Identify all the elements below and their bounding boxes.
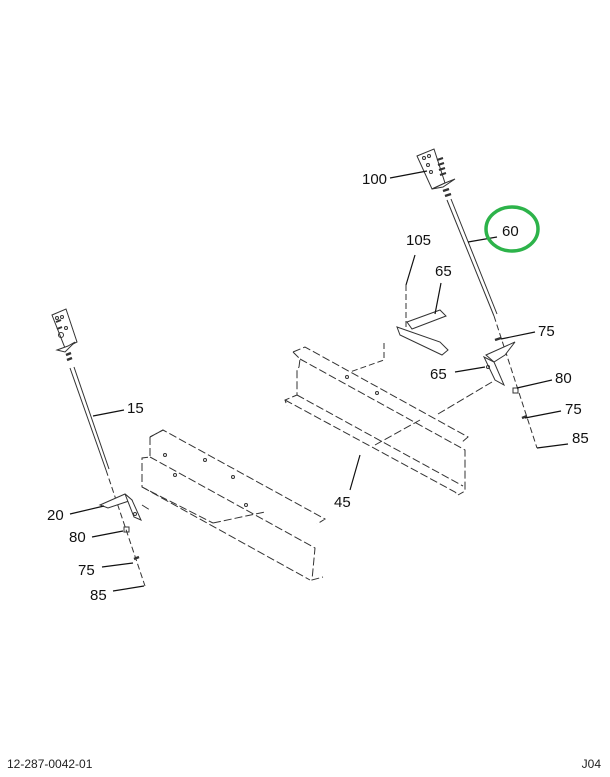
rod-15 (69, 366, 146, 587)
sheet-code: J04 (581, 757, 601, 771)
highlight-circle (484, 205, 540, 253)
callout-65-lower[interactable]: 65 (430, 366, 447, 383)
callout-80-right[interactable]: 80 (555, 370, 572, 387)
drawing-number: 12-287-0042-01 (7, 757, 93, 771)
bracket-65-lower (482, 341, 516, 387)
crossmember-45 (284, 346, 493, 496)
callout-100[interactable]: 100 (362, 171, 388, 188)
bracket-100 (416, 148, 456, 198)
bracket-left-top (51, 308, 78, 362)
nut-75-right-upper (494, 336, 502, 342)
nut-75-left (133, 555, 140, 561)
callout-75-left[interactable]: 75 (78, 562, 95, 579)
nut-75-right-lower (521, 414, 528, 420)
bracket-105 (349, 285, 449, 373)
bushing-80-left (123, 526, 130, 533)
callout-75-right-lower[interactable]: 75 (565, 401, 582, 418)
callout-75-right-upper[interactable]: 75 (538, 323, 555, 340)
callout-45[interactable]: 45 (334, 494, 351, 511)
callout-80-left[interactable]: 80 (69, 529, 86, 546)
callout-60[interactable]: 60 (502, 223, 519, 240)
callout-15[interactable]: 15 (127, 400, 144, 417)
bushing-80-right (512, 387, 519, 394)
callout-105[interactable]: 105 (406, 232, 432, 249)
crossmember-left (141, 429, 326, 581)
callout-85-right[interactable]: 85 (572, 430, 589, 447)
leader-lines (69, 170, 569, 592)
rod-60 (446, 198, 538, 449)
callout-85-left[interactable]: 85 (90, 587, 107, 604)
bracket-20 (98, 493, 142, 521)
callout-20[interactable]: 20 (47, 507, 64, 524)
callout-65-upper[interactable]: 65 (435, 263, 452, 280)
